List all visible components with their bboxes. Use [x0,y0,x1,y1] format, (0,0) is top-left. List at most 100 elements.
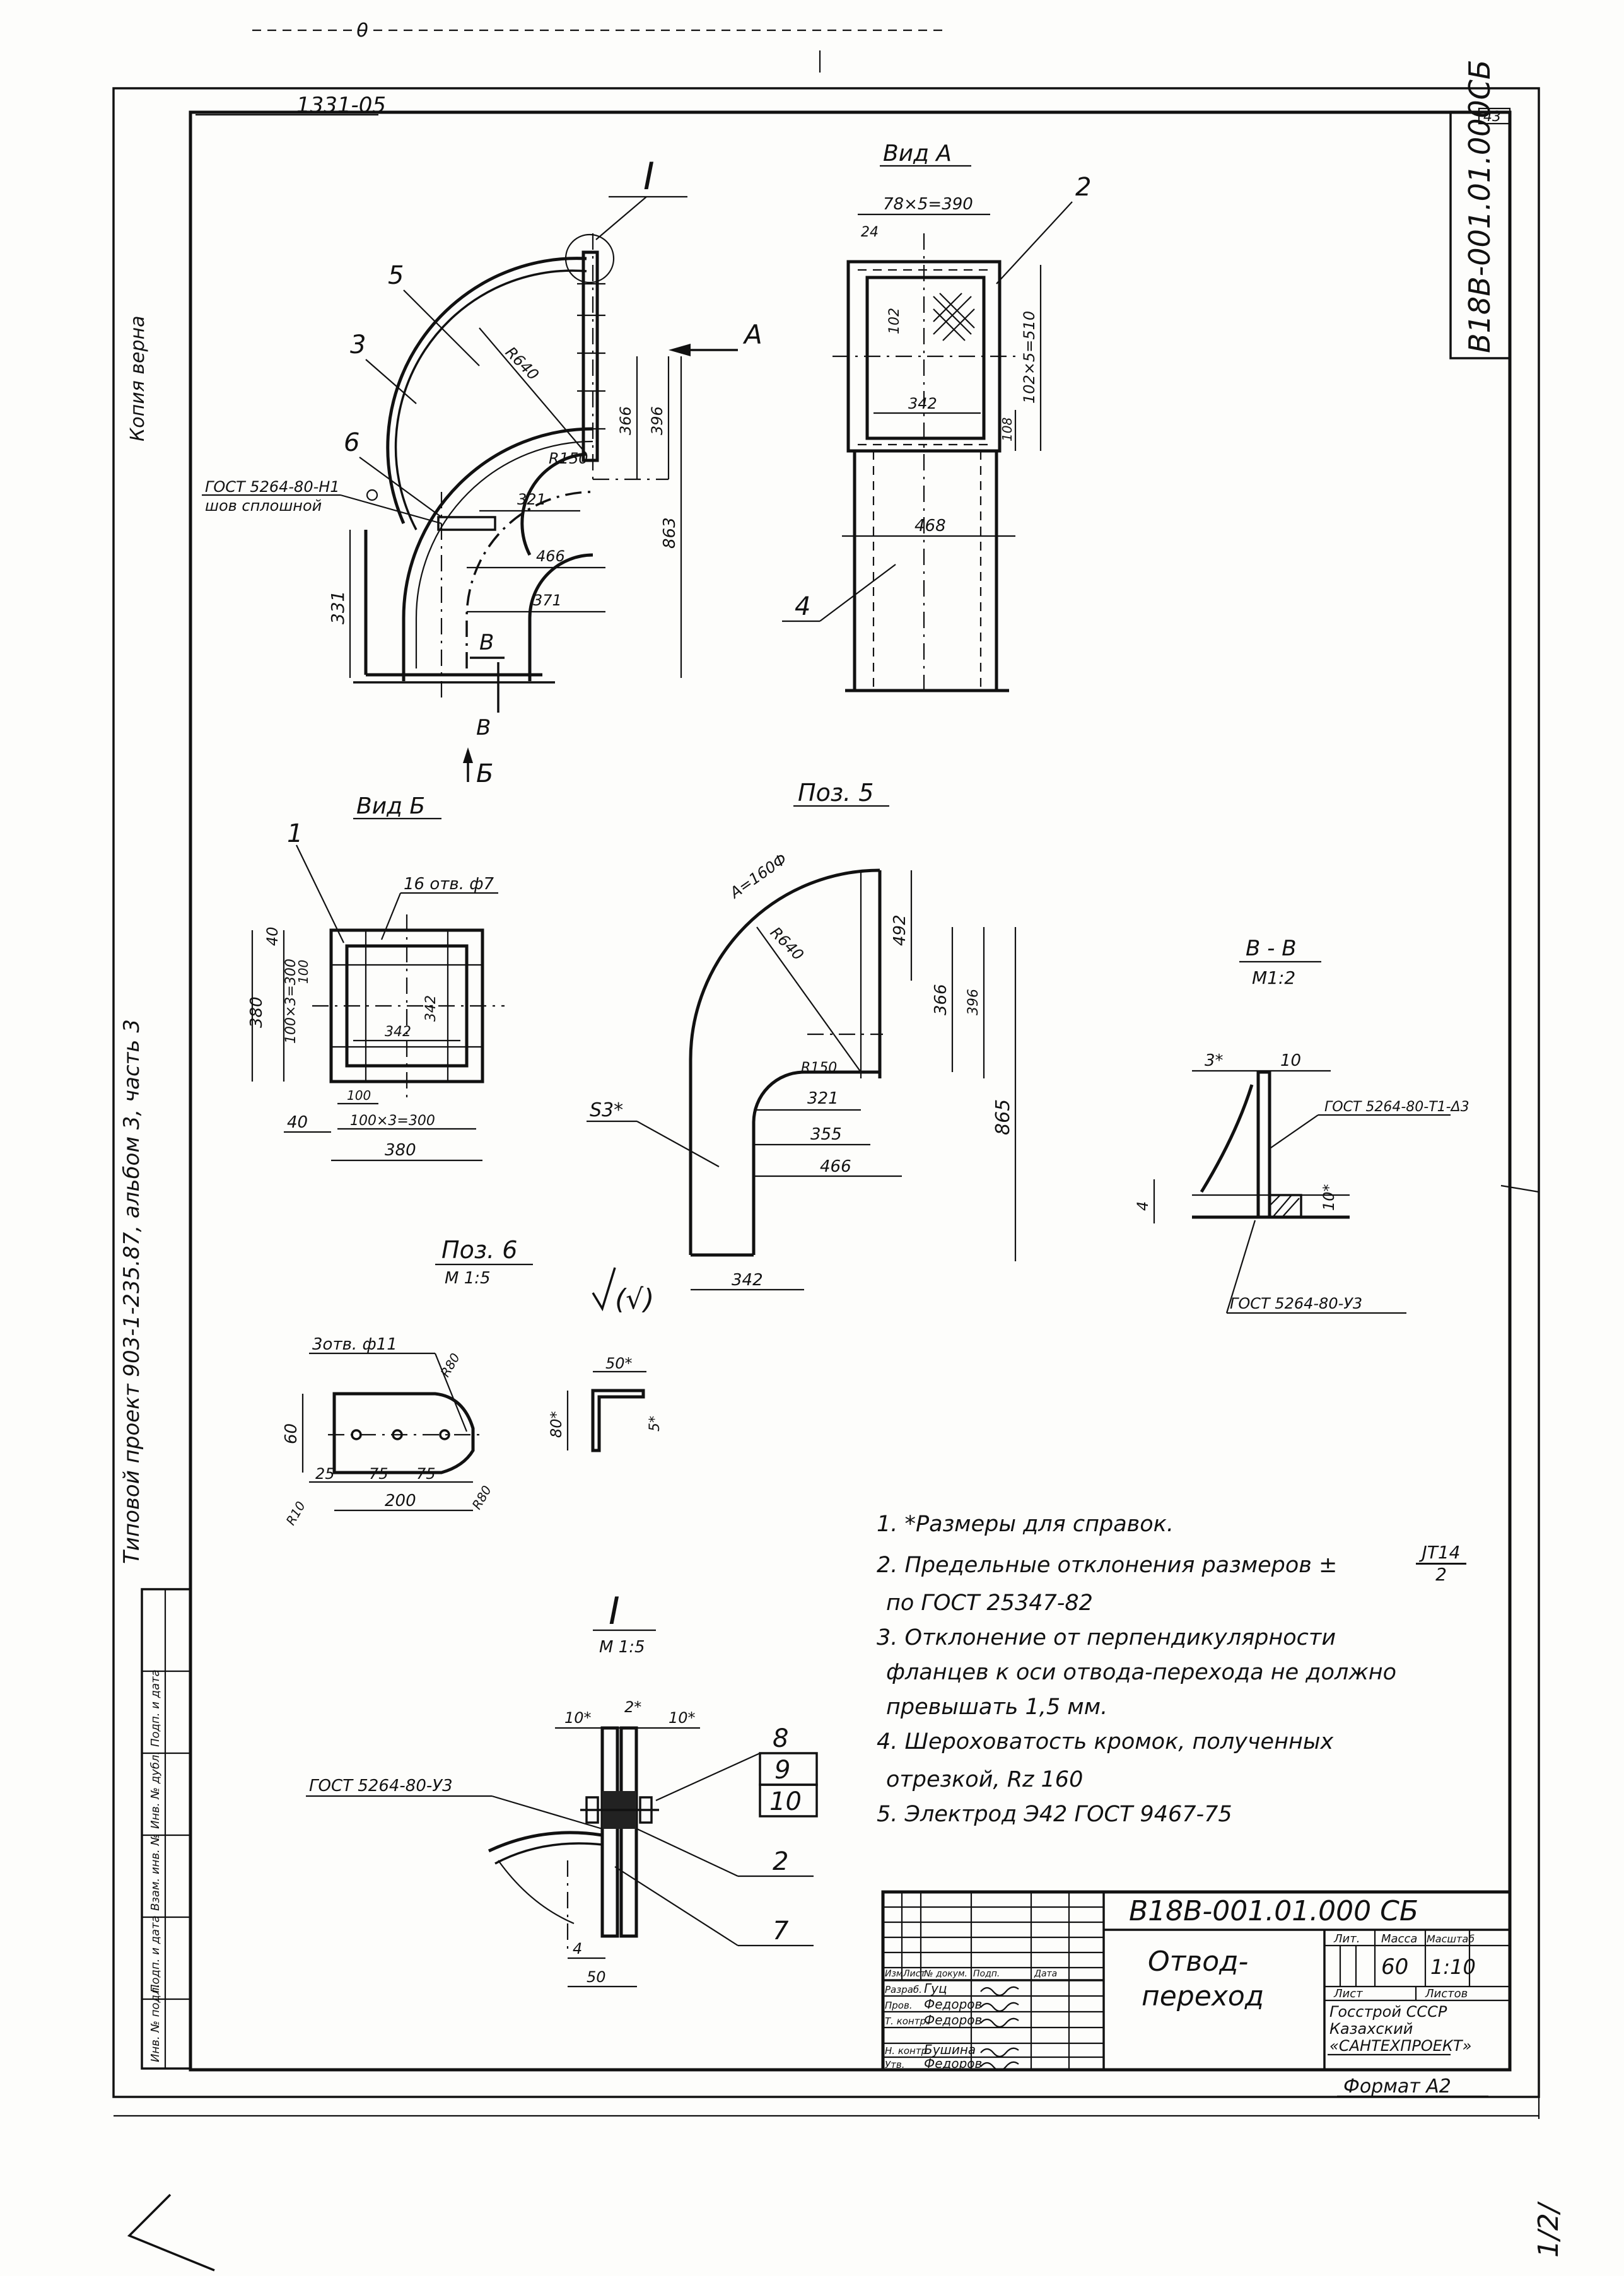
detail-i-weld-note: ГОСТ 5264-80-У3 [309,1777,453,1795]
view-b-dim-100-left: 100 [296,960,311,984]
designation-rotated: В18В-001.01.000СБ [1463,60,1497,353]
view-a-dim-top: 78×5=390 [883,195,973,214]
stamp-inv-podl: Инв. № подл. [149,1984,162,2062]
view-b-dim-40-bottom: 40 [287,1113,308,1132]
tb-name-utv: Федоров [924,2056,982,2071]
detail-i-pos-9: 9 [774,1756,790,1785]
tb-name-nkontr: Бушина [924,2042,976,2057]
view-a-dim-510: 102×5=510 [1020,311,1038,404]
stamp-podp-data-2: Подп. и дата [149,1669,162,1747]
tb-role-tkontr: Т. контр. [885,2016,929,2027]
view-a-dim-468: 468 [914,516,946,535]
pos6-dim-75-a: 75 [369,1465,388,1483]
note-2b: по ГОСТ 25347-82 [886,1590,1093,1616]
view-a-title: Вид А [883,141,952,166]
section-mark-bottom: В [476,715,491,740]
note-4: 4. Шероховатость кромок, полученных [877,1729,1334,1754]
left-margin-project: Типовой проект 903-1-235.87, альбом 3, ч… [119,1019,144,1564]
tb-sheets-label: Листов [1425,1987,1468,2000]
note-2-fraction-den: 2 [1435,1564,1447,1585]
page-number: 43 [1483,109,1501,125]
detail-i-dim-4: 4 [573,1940,582,1958]
tb-header-date: Дата [1034,1969,1057,1979]
pos5-dim-466: 466 [820,1157,851,1176]
note-2: 2. Предельные отклонения размеров ± [877,1555,1337,1577]
pos6-dim-5: 5* [647,1416,663,1432]
stamp-podp-data: Подп. и дата [149,1915,162,1993]
main-view: I A 5 3 6 ГОСТ 5264-80-Н1 шов сплошной R… [202,155,762,788]
view-b-dim-342-v: 342 [423,995,439,1022]
note-3b: фланцев к оси отвода-перехода не должно [886,1660,1397,1685]
detail-i-pos-2: 2 [773,1847,788,1876]
pos5-dim-r150: R150 [801,1060,837,1076]
section-bb-scale: М1:2 [1252,967,1295,988]
pos6-dim-80: 80* [547,1411,565,1438]
note-3c: превышать 1,5 мм. [886,1695,1108,1720]
stamp-inv-dubl: Инв. № дубл. [149,1751,162,1829]
stamp-vzam-inv: Взам. инв. № [149,1834,162,1911]
copy-label: Копия верна [127,315,149,441]
dim-321: 321 [517,491,546,508]
leader-pos-3: 3 [350,330,366,359]
pos5-view: Поз. 5 A=160Ф R640 R150 492 366 396 865 … [587,779,1017,1291]
section-bb-weld-bottom: ГОСТ 5264-80-У3 [1230,1295,1362,1312]
view-a-dim-102: 102 [887,308,903,334]
pos5-dim-865: 865 [992,1099,1014,1135]
dim-331: 331 [327,591,348,624]
tb-scale-label: Масштаб [1427,1933,1475,1945]
tb-name-line2: переход [1142,1980,1264,2012]
view-b-dim-380-bottom: 380 [385,1141,416,1160]
view-b-dim-300-bottom: 100×3=300 [350,1113,435,1129]
view-a-dim-24: 24 [861,225,879,240]
tb-format: Формат А2 [1343,2075,1451,2098]
bottom-right-mark: 1/2/ [1533,2201,1565,2258]
main-weld-note-2: шов сплошной [205,497,322,515]
tb-mass-label: Масса [1381,1932,1417,1946]
pos5-dim-366: 366 [932,984,950,1015]
view-b-leader-1: 1 [287,819,303,848]
tb-org-3: «САНТЕХПРОЕКТ» [1329,2037,1471,2055]
pos5-dim-396: 396 [966,989,981,1015]
pos5-dim-321: 321 [807,1089,839,1108]
tb-designation: В18В-001.01.000 СБ [1129,1895,1418,1927]
stamp-column: Инв. № подл. Подп. и дата Взам. инв. № И… [141,1588,192,2070]
pos6-view: Поз. 6 М 1:5 3отв. ф11 60 25 75 75 200 R… [282,1236,663,1528]
section-bb: В - В М1:2 3* 10 ГОСТ 5264-80-Т1-Δ3 4 10… [1134,936,1539,1314]
pos5-dim-s3: S3* [590,1099,623,1121]
view-b-dim-380-left: 380 [247,996,266,1028]
pos6-dim-50: 50* [605,1355,633,1372]
tb-sheet-label: Лист [1333,1987,1363,2000]
detail-i-scale: М 1:5 [599,1638,645,1657]
view-a-leader-4: 4 [795,592,810,621]
tb-header-list: Лист [903,1969,926,1979]
detail-i: I М 1:5 10* 2* 10* ГОСТ 5264-80-У3 8 9 1… [306,1589,818,1988]
pos5-dim-355: 355 [810,1125,842,1144]
tb-name-tkontr: Федоров [924,2012,982,2028]
detail-i-dim-50: 50 [587,1968,606,1986]
dim-396: 396 [648,406,666,435]
view-b-dim-100-bottom: 100 [347,1088,371,1103]
tb-name-razrab: Гуц [924,1981,947,1996]
leader-pos-6: 6 [344,428,359,457]
note-4b: отрезкой, Rz 160 [886,1767,1084,1792]
detail-i-pos-8: 8 [773,1724,788,1753]
top-number: 1331-05 [296,93,386,118]
dim-366: 366 [617,406,634,435]
section-bb-dim-4: 4 [1134,1201,1152,1211]
top-scan-edge: 0 [252,20,946,73]
corner-mark [127,2193,215,2272]
detail-i-title: I [609,1589,620,1633]
pos6-roughness: (√) [615,1283,654,1316]
section-bb-title: В - В [1246,936,1297,961]
tb-lit-label: Лит. [1333,1932,1360,1946]
view-b-dim-342-h: 342 [385,1024,411,1040]
detail-i-marker: I [643,155,655,199]
view-a-dim-342: 342 [908,395,937,412]
pos5-dim-492: 492 [891,914,909,946]
detail-i-dim-2: 2* [624,1698,641,1716]
note-5: 5. Электрод Э42 ГОСТ 9467-75 [877,1802,1232,1827]
view-b-title: Вид Б [356,793,425,819]
pos6-title: Поз. 6 [441,1236,517,1264]
view-a-dim-108: 108 [1000,417,1015,441]
